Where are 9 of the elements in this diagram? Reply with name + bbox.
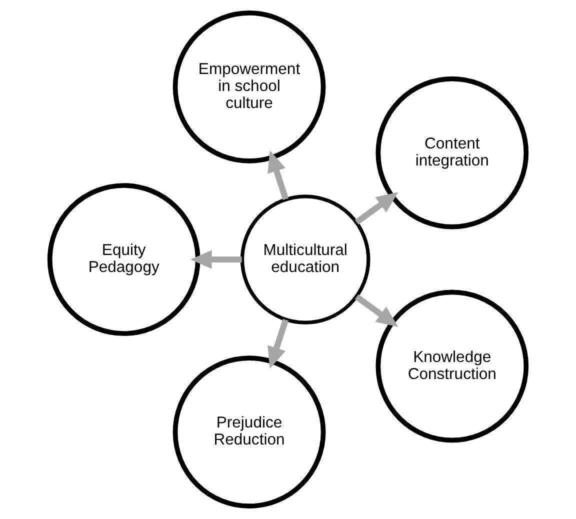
arrow	[268, 150, 289, 200]
node-circle: Prejudice Reduction	[172, 356, 326, 509]
node-circle: Multicultural education	[240, 194, 370, 324]
arrow	[354, 294, 398, 327]
arrow	[190, 250, 242, 269]
arrow	[268, 318, 289, 369]
arrow	[354, 192, 398, 225]
node-circle: Empowerment in school culture	[172, 10, 326, 164]
node-circle: Equity Pedagogy	[47, 183, 200, 336]
